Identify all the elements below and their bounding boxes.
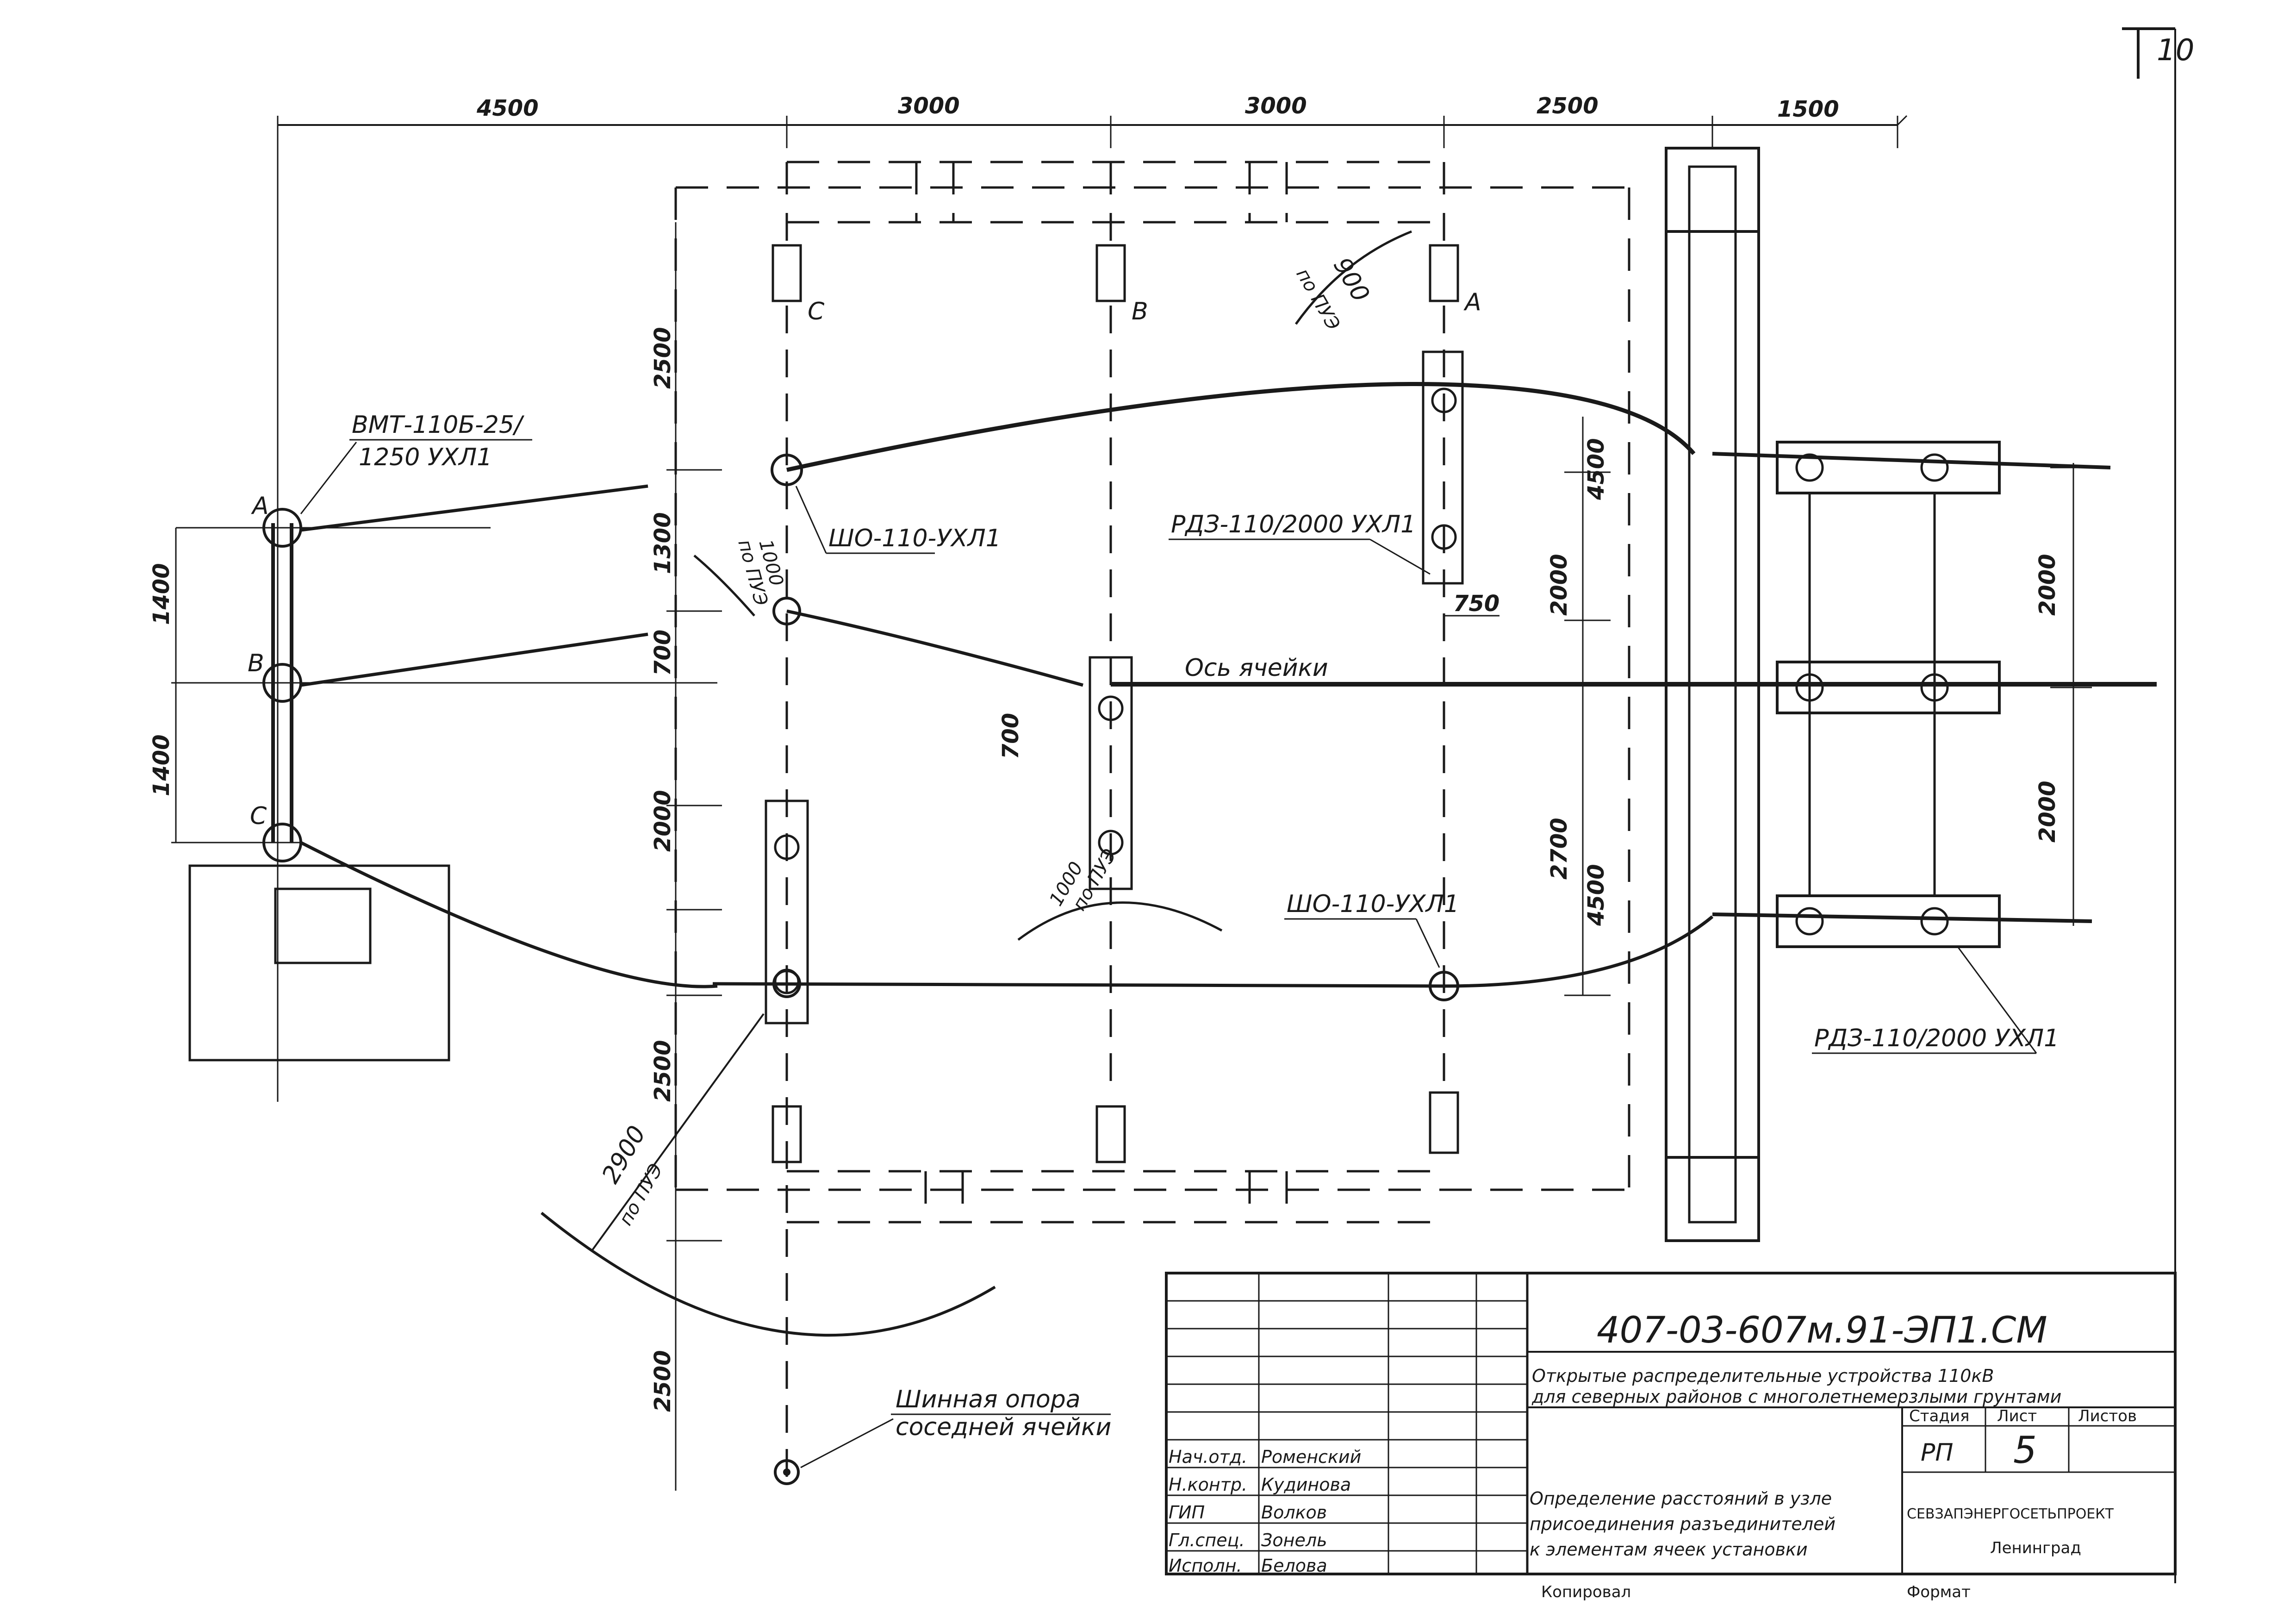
title-sheet-value: 5 xyxy=(2013,1429,2037,1472)
dim-right-4500a: 4500 xyxy=(1583,438,1609,500)
title-city: Ленинград xyxy=(1990,1539,2081,1557)
portal-column xyxy=(1665,147,1760,1242)
signature-role-5: Исполн. xyxy=(1169,1555,1242,1576)
dim-right-2000b: 2000 xyxy=(2035,554,2060,616)
sheet-number: 10 xyxy=(2157,33,2194,68)
dim-top-3000a: 3000 xyxy=(898,93,960,119)
disconnector-label-right: РДЗ-110/2000 УХЛ1 xyxy=(1814,1024,2059,1052)
phase-label-b-breaker: B xyxy=(248,650,264,677)
dim-left-2500c: 2500 xyxy=(650,1350,676,1412)
title-block: 407-03-607м.91-ЭП1.СМ Открытые распредел… xyxy=(1165,1272,2177,1601)
cell-contour xyxy=(674,186,1630,1191)
title-copied: Копировал xyxy=(1541,1583,1631,1601)
title-project-line1: Открытые распределительные устройства 11… xyxy=(1532,1366,1994,1386)
title-drawing-line3: к элементам ячеек установки xyxy=(1530,1539,1808,1560)
top-bus-structure xyxy=(785,161,1445,241)
dim-top-2500: 2500 xyxy=(1537,93,1599,119)
title-col-sheets: Листов xyxy=(2078,1407,2137,1425)
dim-phase-1400a: 1400 xyxy=(149,563,174,625)
main-conductors xyxy=(712,382,2157,988)
sheet-number-box: 10 xyxy=(2122,27,2194,1583)
dim-top-4500: 4500 xyxy=(476,95,539,121)
title-code: 407-03-607м.91-ЭП1.СМ xyxy=(1597,1310,2047,1351)
disconnector-a xyxy=(1422,350,1464,585)
phase-label-a-top: A xyxy=(1463,288,1481,316)
dim-phase-1400b: 1400 xyxy=(149,734,174,796)
dim-left-1300: 1300 xyxy=(650,512,676,574)
signature-name-4: Зонель xyxy=(1261,1530,1327,1550)
signature-name-2: Кудинова xyxy=(1261,1474,1351,1495)
title-stage-value: РП xyxy=(1921,1439,1953,1467)
bottom-bus-structure xyxy=(787,1170,1444,1224)
outgoing-disconnectors xyxy=(1712,441,2111,948)
neighbor-support-label-2: соседней ячейки xyxy=(896,1413,1111,1441)
conductors-breaker xyxy=(300,484,718,988)
disconnector-b xyxy=(1089,656,1133,890)
dim-right-2000c: 2000 xyxy=(2035,781,2060,843)
bus-support-label-2: ШО-110-УХЛ1 xyxy=(1287,890,1459,918)
signature-name-3: Волков xyxy=(1261,1502,1327,1523)
disconnector-c xyxy=(765,800,809,1024)
dim-700: 700 xyxy=(998,713,1024,759)
phase-label-c-top: C xyxy=(808,298,825,325)
signature-name-5: Белова xyxy=(1261,1555,1327,1576)
dim-right-2700: 2700 xyxy=(1546,818,1572,880)
title-col-sheet: Лист xyxy=(1997,1407,2037,1425)
dim-top-1500: 1500 xyxy=(1777,96,1839,122)
left-dimension-chain: 2500 1300 700 2000 2500 2500 xyxy=(650,222,722,1491)
phase-axes xyxy=(785,306,1445,1481)
breaker-label: ВМТ-110Б-25/ 1250 УХЛ1 xyxy=(300,411,532,514)
disconnector-label-top: РДЗ-110/2000 УХЛ1 xyxy=(1171,511,1416,538)
right-dimension-chain: 2000 2000 xyxy=(2035,463,2092,926)
bus-support-label-1: ШО-110-УХЛ1 xyxy=(828,525,1001,552)
dim-left-700: 700 xyxy=(650,630,676,676)
cell-axis-label: Ось ячейки xyxy=(1185,654,1328,682)
dim-right-4500b: 4500 xyxy=(1583,864,1609,926)
component-callouts: ШО-110-УХЛ1 РДЗ-110/2000 УХЛ1 Ось ячейки… xyxy=(795,486,2059,1468)
signature-role-2: Н.контр. xyxy=(1169,1474,1247,1495)
title-format: Формат xyxy=(1907,1583,1971,1601)
top-insulators: C B A xyxy=(772,244,1481,325)
title-col-stage: Стадия xyxy=(1909,1407,1969,1425)
dim-left-2000: 2000 xyxy=(650,790,676,852)
top-dimension-chain: 4500 3000 3000 2500 1500 xyxy=(277,93,1908,1102)
breaker-vmt: A B C 1400 1400 xyxy=(149,492,717,1062)
dim-left-2500a: 2500 xyxy=(650,327,676,389)
title-project-line2: для северных районов с многолетнемерзлым… xyxy=(1531,1387,2061,1407)
clearance-arcs xyxy=(541,230,1412,1337)
signature-role-3: ГИП xyxy=(1169,1502,1205,1523)
title-drawing-line2: присоединения разъединителей xyxy=(1530,1514,1836,1534)
dim-750: 750 xyxy=(1453,591,1500,617)
dim-top-3000b: 3000 xyxy=(1245,93,1307,119)
neighbor-support-label-1: Шинная опора xyxy=(896,1386,1081,1413)
inner-dimensions: 4500 2000 2700 4500 750 700 xyxy=(998,417,1611,996)
signature-role-1: Нач.отд. xyxy=(1169,1447,1247,1467)
title-organization: СЕВЗАПЭНЕРГОСЕТЬПРОЕКТ xyxy=(1907,1506,2114,1522)
bottom-insulators xyxy=(772,1091,1459,1163)
signature-name-1: Роменский xyxy=(1261,1447,1361,1467)
dim-left-2500b: 2500 xyxy=(650,1040,676,1102)
signature-role-4: Гл.спец. xyxy=(1169,1530,1245,1550)
bus-supports xyxy=(771,454,1459,1485)
phase-label-b-top: B xyxy=(1132,298,1148,325)
breaker-foundation xyxy=(188,864,450,1062)
phase-label-c-breaker: C xyxy=(250,802,267,830)
phase-label-a-breaker: A xyxy=(251,492,269,520)
breaker-type-line2: 1250 УХЛ1 xyxy=(359,443,492,471)
dim-right-2000a: 2000 xyxy=(1546,554,1572,616)
title-drawing-line1: Определение расстояний в узле xyxy=(1530,1488,1832,1509)
breaker-drive-box xyxy=(274,887,372,964)
breaker-type-line1: ВМТ-110Б-25/ xyxy=(352,411,525,439)
